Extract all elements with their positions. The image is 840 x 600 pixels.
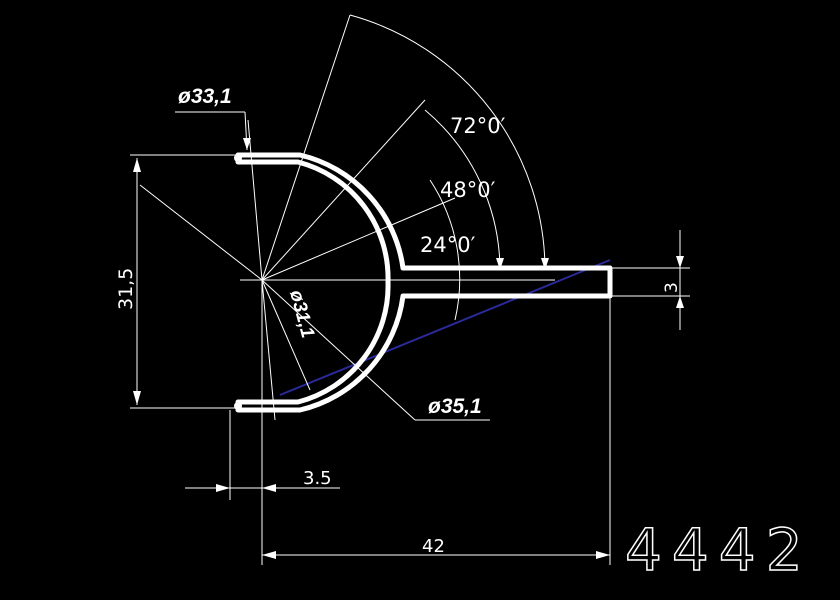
- dimension-arrows: [133, 138, 684, 559]
- dim-height: 31,5: [115, 268, 137, 310]
- construction-lines: [130, 14, 690, 565]
- dim-total-length: 42: [422, 536, 445, 557]
- dim-lip-width: 3.5: [303, 468, 332, 489]
- dim-inner-diameter: ø31,1: [285, 288, 318, 340]
- dim-angle-72: 72°0′: [450, 114, 506, 138]
- construction-line: [279, 259, 611, 396]
- dim-outer-diameter-top: ø33,1: [178, 85, 232, 108]
- dim-outer-diameter: ø35,1: [428, 395, 482, 418]
- dim-angle-24: 24°0′: [420, 233, 476, 257]
- profile-outline: [234, 152, 613, 413]
- dim-flange-thickness: 3: [662, 282, 682, 293]
- dim-angle-48: 48°0′: [440, 178, 496, 202]
- part-number: 4442: [625, 516, 813, 584]
